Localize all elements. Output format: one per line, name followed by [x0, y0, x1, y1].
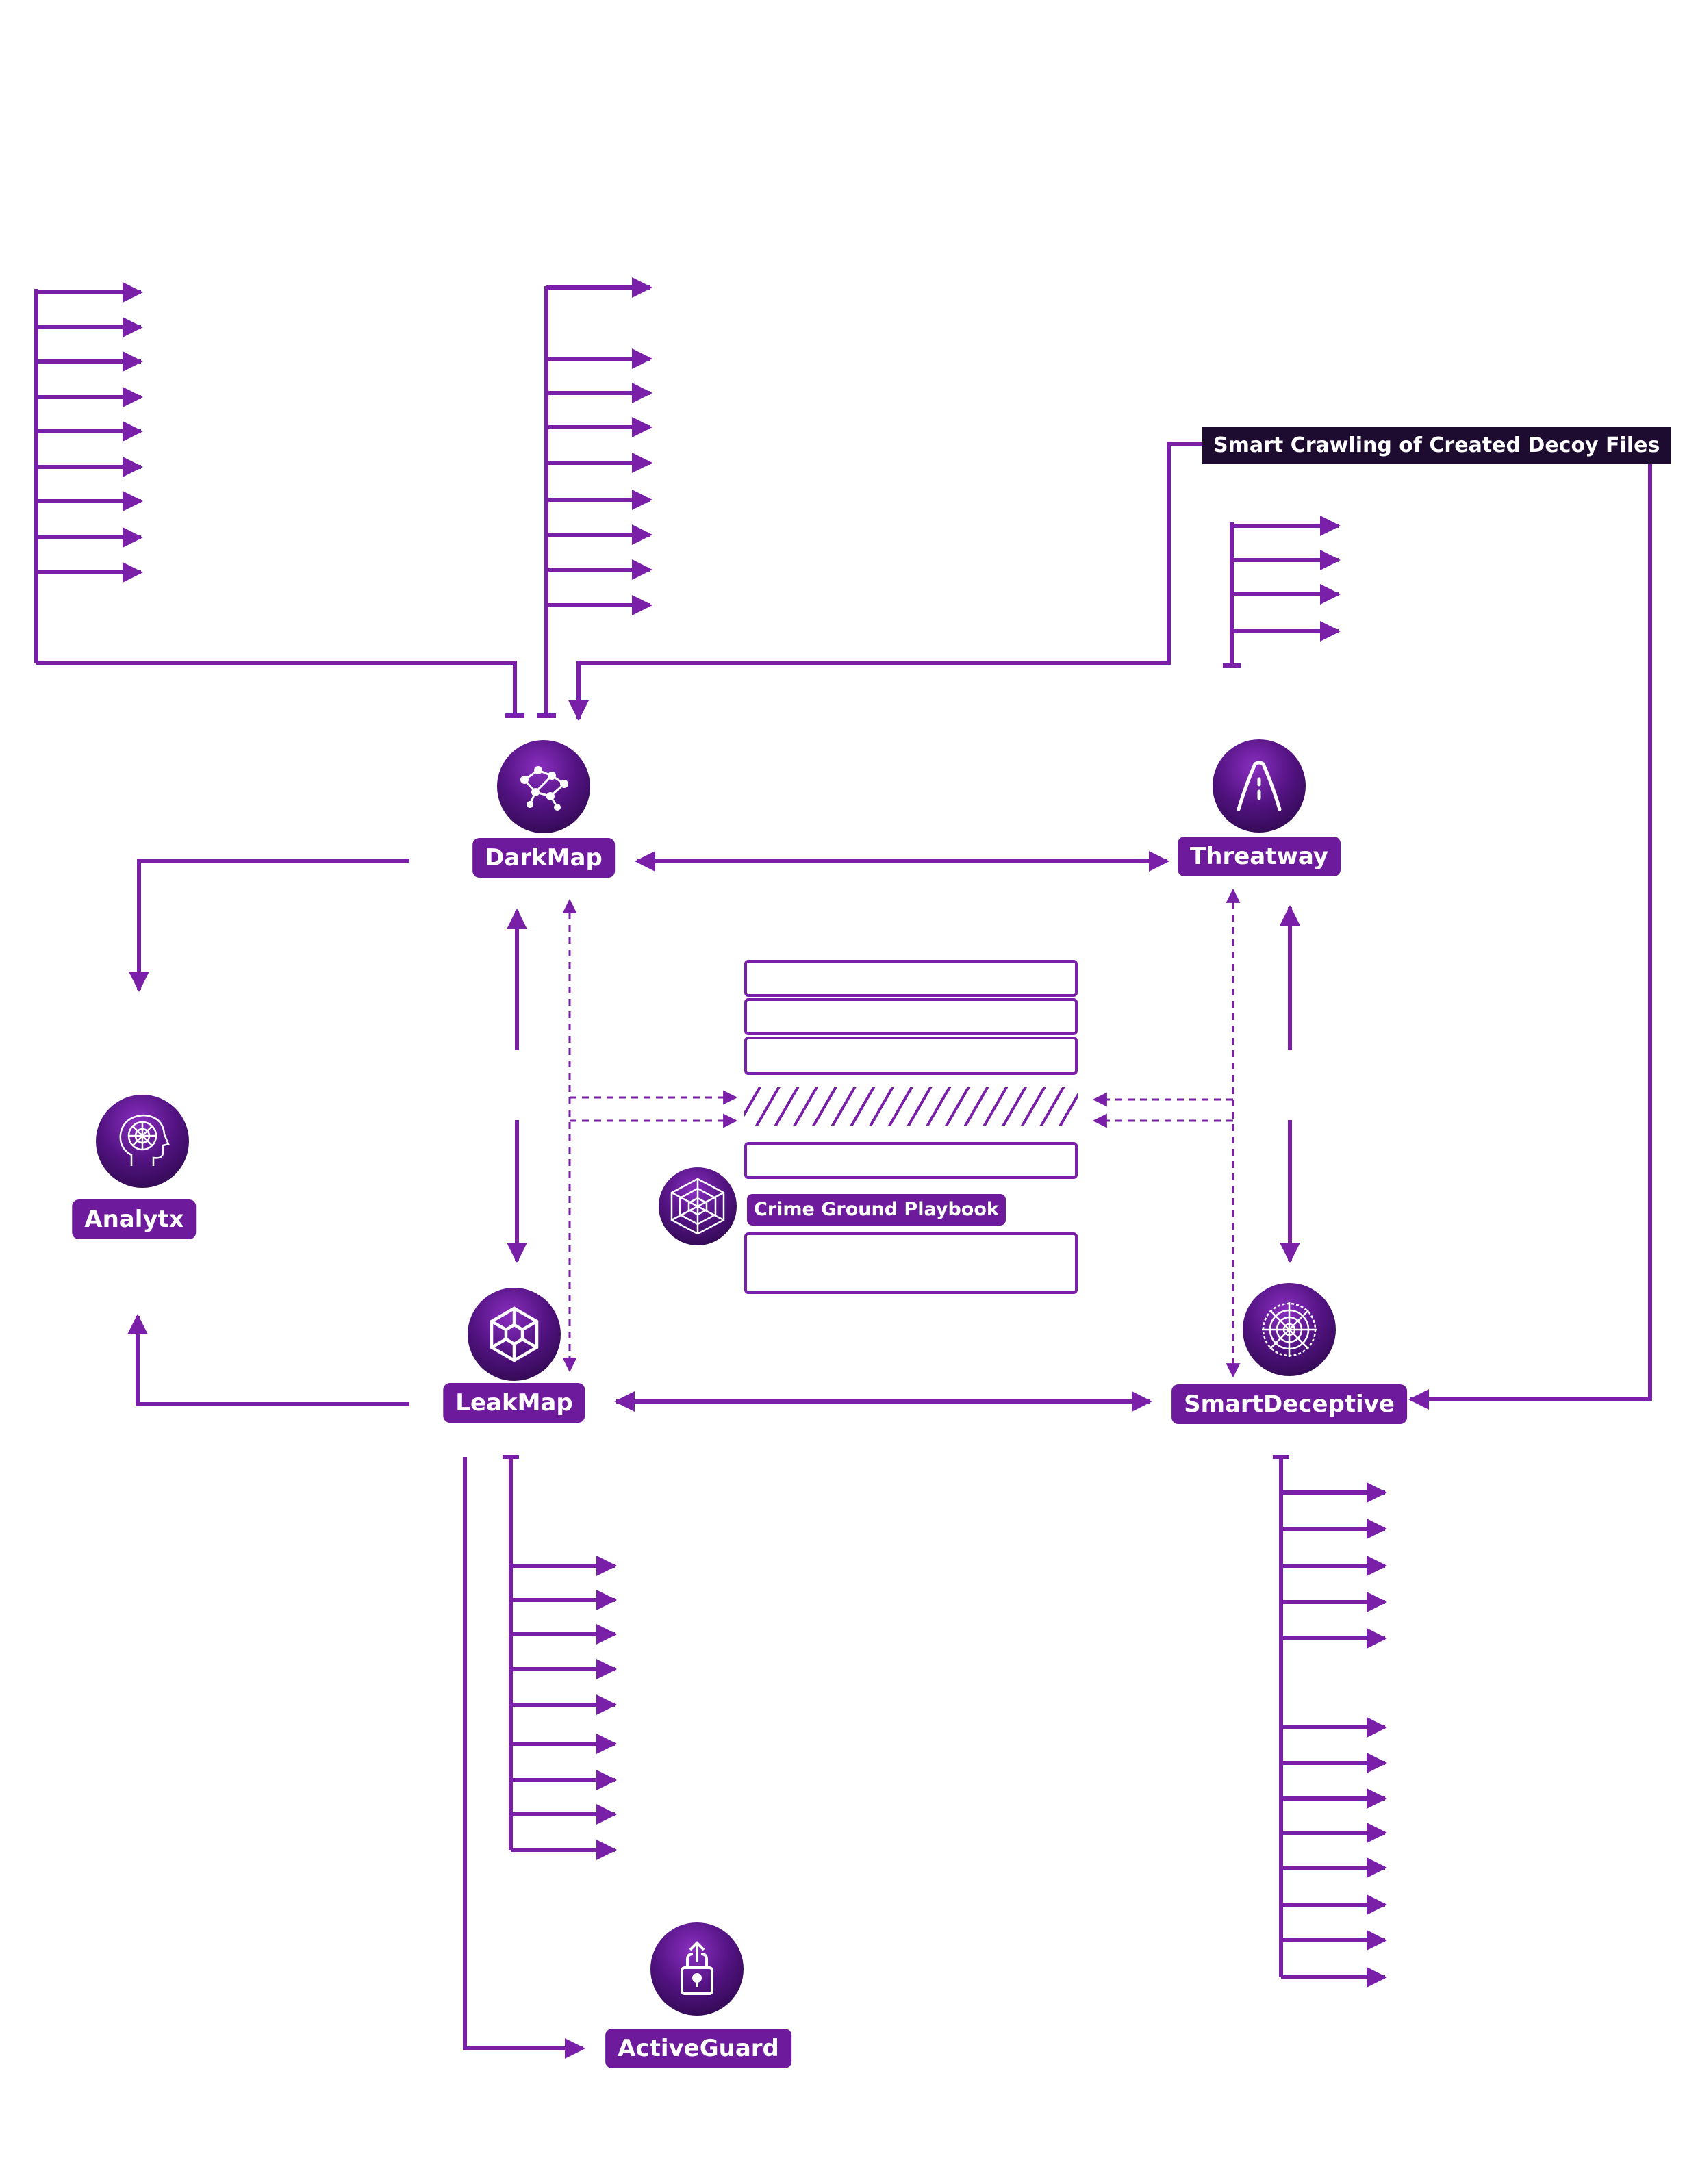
hexagon-network-icon: [468, 1288, 561, 1381]
playbook-slot: [744, 998, 1078, 1035]
darkmap-left-fan-link: [36, 661, 517, 715]
darkmap-to-analytx: [129, 859, 409, 992]
decoy-to-smartdeceptive: [1408, 442, 1652, 1410]
neural-network-icon: [497, 740, 590, 833]
darkmap-label: DarkMap: [472, 838, 615, 878]
playbook-slot: [744, 1142, 1078, 1179]
brain-circuit-icon: [96, 1095, 189, 1188]
leakmap-label: LeakMap: [443, 1383, 585, 1423]
road-icon: [1213, 739, 1306, 833]
activeguard-label: ActiveGuard: [605, 2029, 791, 2068]
threatway-label: Threatway: [1178, 837, 1341, 876]
smartdeceptive-label: SmartDeceptive: [1171, 1384, 1407, 1424]
web-icon: [659, 1167, 737, 1245]
playbook-label: Crime Ground Playbook: [747, 1194, 1006, 1226]
decoy-crawling-callout: Smart Crawling of Created Decoy Files: [1202, 427, 1671, 464]
playbook-slot: [744, 960, 1078, 997]
analytx-label: Analytx: [72, 1199, 197, 1239]
decoy-to-darkmap: [568, 442, 1202, 721]
lock-shield-icon: [650, 1922, 744, 2016]
spider-web-icon: [1243, 1283, 1336, 1376]
playbook-slot: [744, 1232, 1078, 1294]
leakmap-to-analytx: [127, 1314, 409, 1406]
playbook-slot: [744, 1037, 1078, 1075]
playbook-hatched-slot: [744, 1087, 1078, 1126]
leakmap-to-activeguard: [463, 1457, 585, 2059]
